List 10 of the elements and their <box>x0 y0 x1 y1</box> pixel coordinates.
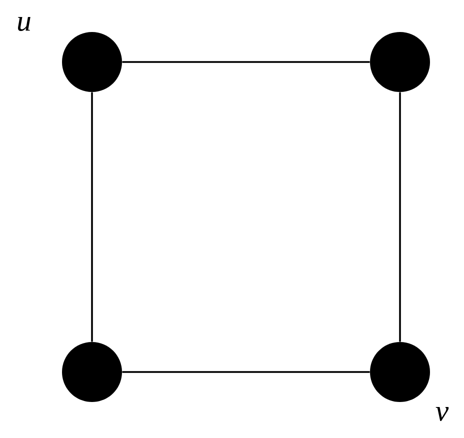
vertex-dot <box>62 32 122 92</box>
vertex-label: u <box>18 16 30 32</box>
vertex-dot <box>370 32 430 92</box>
edge-line <box>91 92 93 342</box>
edge-line <box>399 92 401 342</box>
edge-line <box>122 61 370 63</box>
vertex-label: v <box>436 407 449 421</box>
edge-line <box>122 371 370 373</box>
vertex-dot <box>62 342 122 402</box>
vertex-dot <box>370 342 430 402</box>
